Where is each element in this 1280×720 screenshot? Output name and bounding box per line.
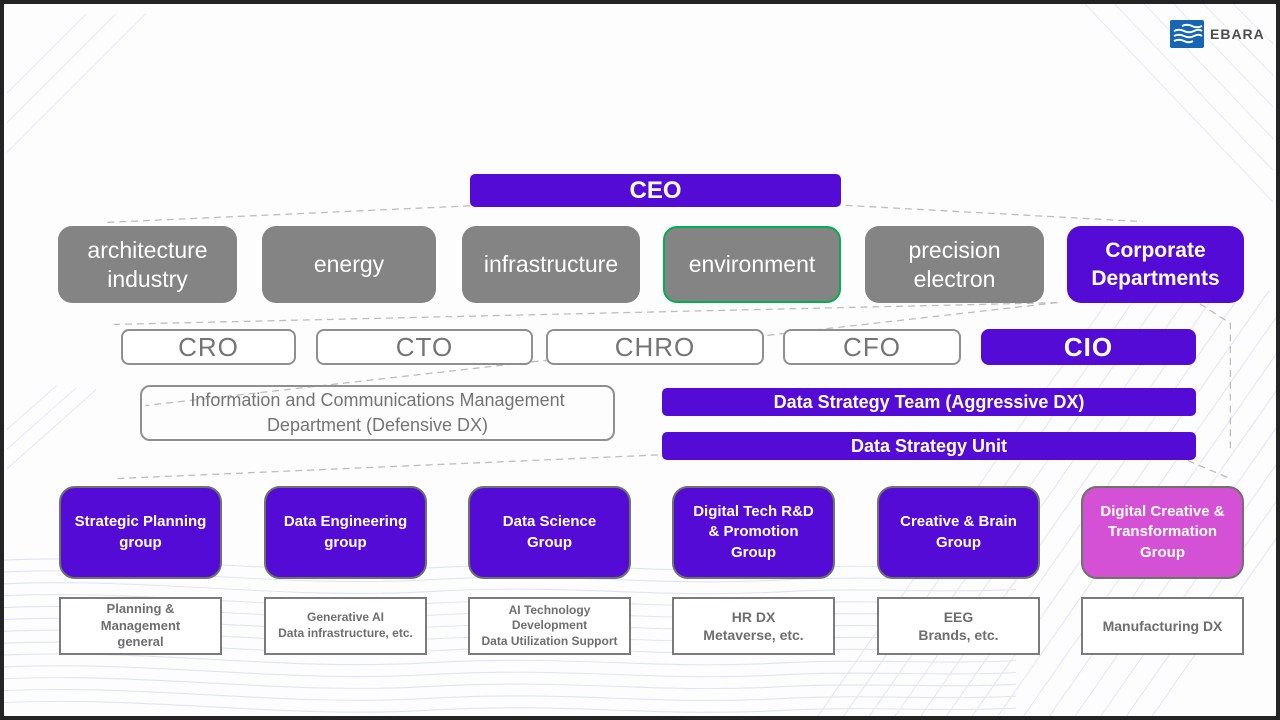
function-ai-technology: AI Technology Development Data Utilizati…: [468, 597, 631, 655]
group-digital-creative-transformation: Digital Creative & Transformation Group: [1081, 486, 1244, 579]
function-eeg-brands: EEG Brands, etc.: [877, 597, 1040, 655]
function-hr-dx: HR DX Metaverse, etc.: [672, 597, 835, 655]
function-manufacturing-dx: Manufacturing DX: [1081, 597, 1244, 655]
defensive-dx-department-box: Information and Communications Managemen…: [140, 385, 615, 441]
exec-cto-box: CTO: [316, 329, 533, 365]
division-architecture-industry: architecture industry: [58, 226, 237, 303]
function-generative-ai: Generative AI Data infrastructure, etc.: [264, 597, 427, 655]
group-digital-tech-rd-promotion: Digital Tech R&D & Promotion Group: [672, 486, 835, 579]
division-energy: energy: [262, 226, 436, 303]
function-planning-management: Planning & Management general: [59, 597, 222, 655]
division-corporate-departments: Corporate Departments: [1067, 226, 1244, 303]
exec-cio-box: CIO: [981, 329, 1196, 365]
exec-chro-box: CHRO: [546, 329, 764, 365]
division-environment: environment: [663, 226, 841, 303]
ebara-wordmark: EBARA: [1210, 26, 1265, 42]
division-precision-electron: precision electron: [865, 226, 1044, 303]
group-data-science: Data Science Group: [468, 486, 631, 579]
division-infrastructure: infrastructure: [462, 226, 640, 303]
ceo-box: CEO: [470, 174, 841, 207]
group-data-engineering: Data Engineering group: [264, 486, 427, 579]
data-strategy-team-bar: Data Strategy Team (Aggressive DX): [662, 388, 1196, 416]
group-creative-brain: Creative & Brain Group: [877, 486, 1040, 579]
ebara-logo-mark-icon: [1170, 20, 1204, 48]
ebara-logo: EBARA: [1170, 20, 1265, 48]
exec-cro-box: CRO: [121, 329, 296, 365]
exec-cfo-box: CFO: [783, 329, 961, 365]
group-strategic-planning: Strategic Planning group: [59, 486, 222, 579]
data-strategy-unit-bar: Data Strategy Unit: [662, 432, 1196, 460]
